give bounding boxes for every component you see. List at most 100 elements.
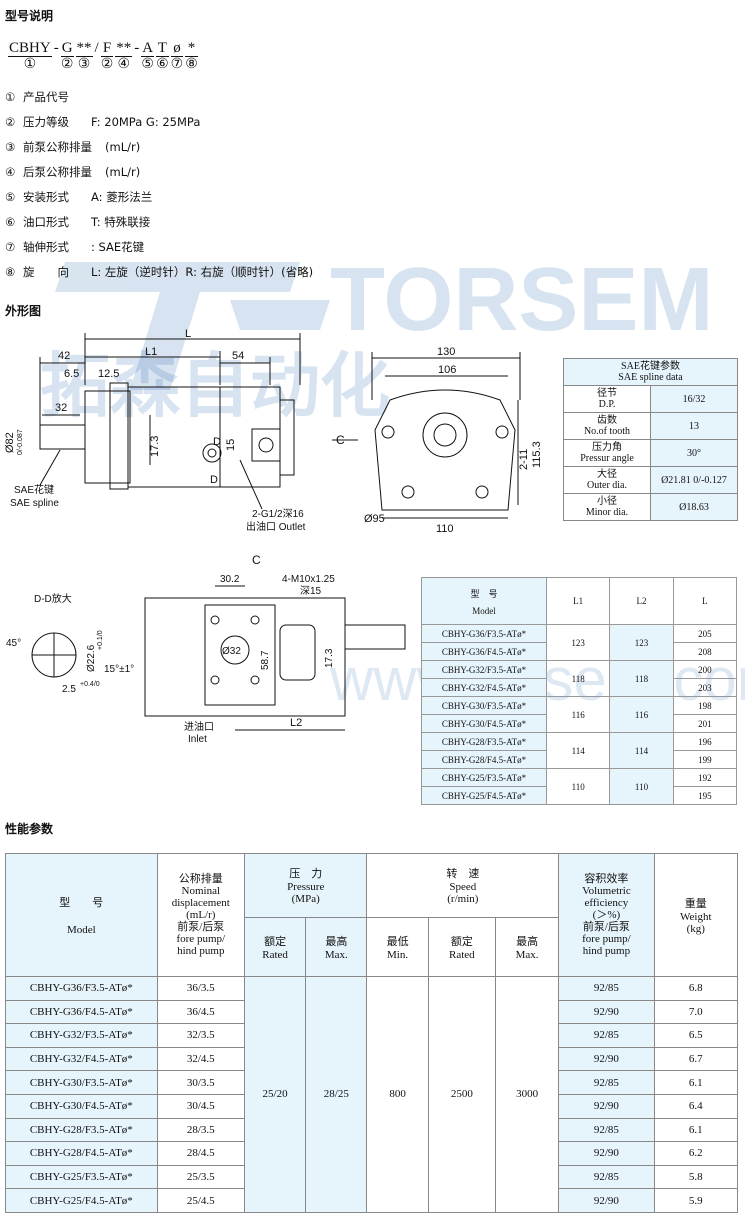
perf-model: CBHY-G28/F4.5-ATø* — [5, 1141, 158, 1166]
perf-eff: 92/85 — [558, 1164, 655, 1190]
perf-model: CBHY-G25/F4.5-ATø* — [5, 1188, 158, 1213]
front-view-drawing: 130 106 C 2-11 115.3 Ø95 110 — [332, 346, 543, 535]
perf-disp: 36/4.5 — [156, 999, 245, 1025]
label-inlet-en: Inlet — [188, 734, 207, 745]
label-m10: 4-M10x1.25 — [282, 574, 335, 585]
spline-value: 16/32 — [650, 385, 738, 413]
perf-eff: 92/90 — [558, 1046, 655, 1072]
perf-model: CBHY-G30/F3.5-ATø* — [5, 1070, 158, 1095]
perf-header-model-en: Model — [66, 924, 96, 936]
dim-82-tol: 0/-0.087 — [17, 429, 24, 455]
model-cell: CBHY-G32/F3.5-ATø* — [421, 660, 547, 679]
l-cell: 196 — [672, 732, 738, 751]
dim-L: L — [185, 328, 191, 340]
perf-weight: 6.8 — [653, 976, 739, 1001]
dim-58-7: 58.7 — [260, 650, 271, 670]
l1-cell: 123 — [545, 624, 611, 661]
section-title-outline: 外形图 — [5, 304, 42, 318]
label-D-bottom: D — [210, 474, 218, 486]
l-cell: 205 — [672, 624, 738, 643]
l-cell: 198 — [672, 696, 738, 715]
perf-speed-max: 3000 — [494, 976, 560, 1213]
dim-32: 32 — [55, 402, 67, 414]
perf-eff: 92/85 — [558, 976, 655, 1001]
spline-title-en: SAE spline data — [618, 372, 683, 383]
code-seg: **③ — [75, 40, 93, 72]
l1-cell: 110 — [545, 768, 611, 805]
dim-2-11: 2-11 — [518, 449, 530, 470]
model-cell: CBHY-G36/F3.5-ATø* — [421, 624, 547, 643]
spline-value: Ø18.63 — [650, 493, 738, 521]
l2-cell: 110 — [609, 768, 674, 805]
l-cell: 199 — [672, 750, 738, 769]
label-C: C — [336, 433, 345, 447]
l1-cell: 114 — [545, 732, 611, 769]
l1-cell: 118 — [545, 660, 611, 697]
perf-weight: 6.1 — [653, 1070, 739, 1095]
model-cell: CBHY-G28/F4.5-ATø* — [421, 750, 547, 769]
perf-disp: 25/3.5 — [156, 1164, 245, 1190]
perf-weight: 6.5 — [653, 1023, 739, 1048]
dim-2-5: 2.5 — [62, 684, 76, 695]
model-cell: CBHY-G28/F3.5-ATø* — [421, 732, 547, 751]
dim-95: Ø95 — [364, 513, 385, 525]
perf-pressure-max: 28/25 — [305, 976, 368, 1213]
model-header-cn: 型 号 — [470, 588, 498, 599]
model-cell: CBHY-G25/F3.5-ATø* — [421, 768, 547, 787]
perf-weight: 6.1 — [653, 1117, 739, 1143]
model-cell: CBHY-G30/F3.5-ATø* — [421, 696, 547, 715]
l-cell: 192 — [672, 768, 738, 787]
code-seg: *⑧ — [185, 40, 198, 72]
dim-22-6-tol: +0.1/0 — [97, 630, 104, 650]
model-cell: CBHY-G25/F4.5-ATø* — [421, 786, 547, 805]
dim-82: Ø82 — [4, 432, 16, 453]
perf-disp: 36/3.5 — [156, 976, 245, 1001]
header-L: L — [672, 577, 738, 625]
perf-eff: 92/85 — [558, 1023, 655, 1048]
perf-weight: 6.2 — [653, 1141, 739, 1166]
l-cell: 200 — [672, 660, 738, 679]
label-dd: D-D放大 — [34, 592, 72, 605]
dim-30-2: 30.2 — [220, 574, 240, 585]
l-cell: 203 — [672, 678, 738, 697]
dim-17-3: 17.3 — [149, 436, 161, 457]
model-cell: CBHY-G32/F4.5-ATø* — [421, 678, 547, 697]
perf-model: CBHY-G36/F4.5-ATø* — [5, 999, 158, 1025]
perf-eff: 92/85 — [558, 1117, 655, 1143]
dim-106: 106 — [438, 364, 456, 376]
dim-2-5-tol: +0.4/0 — [80, 681, 100, 688]
perf-row: CBHY-G36/F3.5-ATø* 36/3.5 25/20 28/25 80… — [5, 976, 739, 1213]
perf-disp: 28/3.5 — [156, 1117, 245, 1143]
perf-model: CBHY-G36/F3.5-ATø* — [5, 976, 158, 1001]
perf-model: CBHY-G32/F4.5-ATø* — [5, 1046, 158, 1072]
perf-weight: 6.4 — [653, 1093, 739, 1119]
perf-pressure-rated: 25/20 — [243, 976, 307, 1213]
perf-disp: 28/4.5 — [156, 1141, 245, 1166]
l2-cell: 116 — [609, 696, 674, 733]
perf-disp: 30/3.5 — [156, 1070, 245, 1095]
code-seg: **④ — [115, 40, 133, 72]
label-deep15: 深15 — [300, 585, 322, 597]
label-outlet-size: 2-G1/2深16 — [252, 508, 304, 520]
perf-model: CBHY-G30/F4.5-ATø* — [5, 1093, 158, 1119]
l-cell: 195 — [672, 786, 738, 805]
perf-weight: 5.9 — [653, 1188, 739, 1213]
perf-header-model-cn: 型 号 — [59, 897, 104, 909]
